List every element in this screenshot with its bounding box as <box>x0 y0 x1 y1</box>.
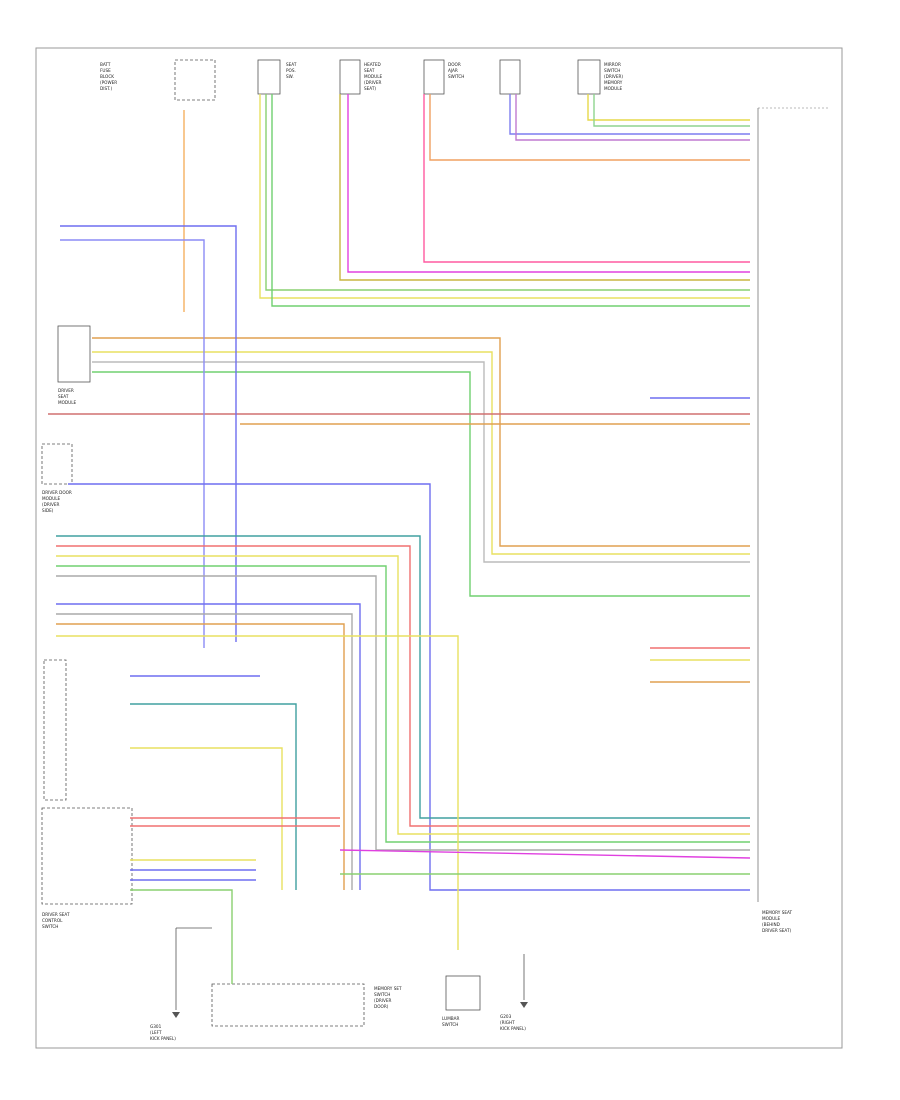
label-top-seat-switch-2: POS. <box>286 68 296 73</box>
label-bottom-g1-2: (LEFT <box>150 1030 162 1035</box>
bottom-components <box>172 927 528 1027</box>
label-left-switch-3: (DRIVER <box>42 502 60 507</box>
label-right-module-2: MODULE <box>762 916 781 921</box>
label-bottom-g1-3: KICK PANEL) <box>150 1036 176 1041</box>
right-connector <box>757 107 830 902</box>
label-bottom-switch-4: DOOR) <box>374 1004 389 1009</box>
label-bottom-switch-2: SWITCH <box>374 992 390 997</box>
label-top-heated-2: SEAT <box>364 68 375 73</box>
label-bottom-g1-1: G301 <box>150 1024 162 1029</box>
wires <box>48 94 751 984</box>
label-top-left-fuse-3: BLOCK <box>100 74 114 79</box>
label-left-bottom-3: SWITCH <box>42 924 58 929</box>
label-bottom-switch-3: (DRIVER <box>374 998 392 1003</box>
diagram-frame <box>35 47 843 1049</box>
label-left-switch-4: SIDE) <box>42 508 54 513</box>
label-top-mirror-4: MEMORY <box>604 80 623 85</box>
text-labels: BATT FUSE BLOCK (POWER DIST.) SEAT POS. … <box>42 62 793 1041</box>
label-top-heated-3: MODULE <box>364 74 383 79</box>
label-left-module-2: SEAT <box>58 394 69 399</box>
label-top-heated-1: HEATED <box>364 62 381 67</box>
label-left-bottom-2: CONTROL <box>42 918 63 923</box>
label-left-module-3: MODULE <box>58 400 77 405</box>
label-bottom-g2-1: G203 <box>500 1014 512 1019</box>
label-top-heated-5: SEAT) <box>364 86 376 91</box>
label-bottom-g2-3: KICK PANEL) <box>500 1026 526 1031</box>
label-top-seat-switch-3: SW. <box>286 74 294 79</box>
label-top-left-fuse-1: BATT <box>100 62 111 67</box>
label-top-mirror-2: SWITCH <box>604 68 620 73</box>
label-top-heated-4: (DRIVER <box>364 80 382 85</box>
label-top-door-ajar-3: SWITCH <box>448 74 464 79</box>
label-top-mirror-1: MIRROR <box>604 62 621 67</box>
label-right-module-3: (BEHIND <box>762 922 780 927</box>
top-components <box>174 59 601 101</box>
label-left-switch-2: MODULE <box>42 496 61 501</box>
label-top-left-fuse-5: DIST.) <box>100 86 113 91</box>
label-top-mirror-5: MODULE <box>604 86 623 91</box>
label-right-module-4: DRIVER SEAT) <box>762 928 792 933</box>
label-bottom-switch-1: MEMORY SET <box>374 986 402 991</box>
label-right-module-1: MEMORY SEAT <box>762 910 793 915</box>
label-left-switch-1: DRIVER DOOR <box>42 490 72 495</box>
label-bottom-relay-1: LUMBAR <box>442 1016 460 1021</box>
label-bottom-relay-2: SWITCH <box>442 1022 458 1027</box>
label-top-seat-switch-1: SEAT <box>286 62 297 67</box>
label-top-door-ajar-1: DOOR <box>448 62 461 67</box>
label-left-module-1: DRIVER <box>58 388 74 393</box>
label-top-door-ajar-2: AJAR <box>448 68 458 73</box>
label-top-left-fuse-2: FUSE <box>100 68 111 73</box>
left-components <box>41 325 133 905</box>
label-bottom-g2-2: (RIGHT <box>500 1020 515 1025</box>
label-top-mirror-3: (DRIVER) <box>604 74 623 79</box>
label-left-bottom-1: DRIVER SEAT <box>42 912 70 917</box>
label-top-left-fuse-4: (POWER <box>100 80 117 85</box>
